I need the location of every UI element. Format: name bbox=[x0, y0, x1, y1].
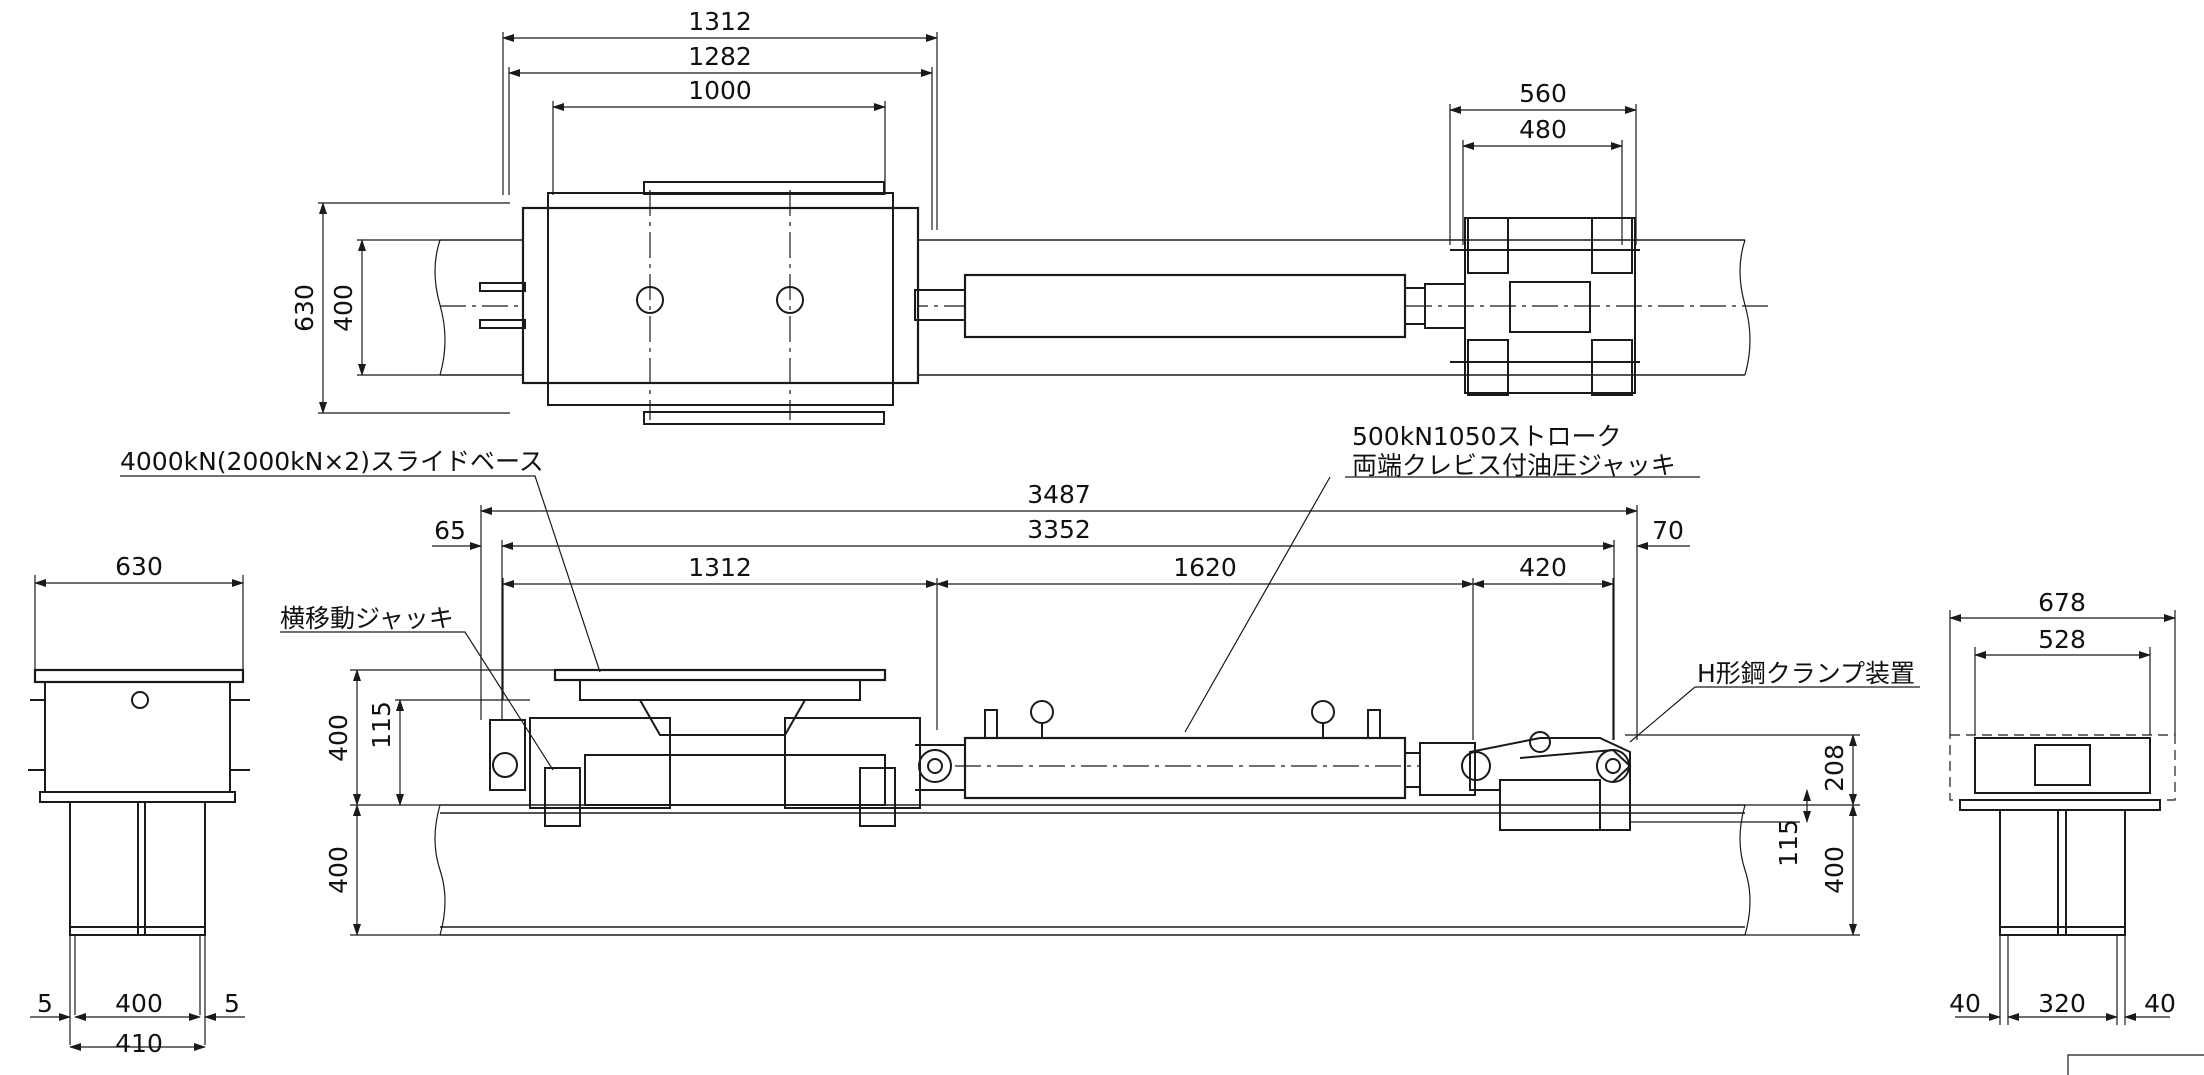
side-cylinder bbox=[955, 700, 1491, 800]
dim-label-65: 65 bbox=[434, 516, 466, 545]
dim-label-420: 420 bbox=[1519, 553, 1567, 582]
side-clamp bbox=[1469, 731, 1632, 831]
side-slide-base bbox=[489, 668, 966, 827]
right-end-view: 678 528 40 320 40 bbox=[1949, 588, 2176, 1025]
dim-label: 400 bbox=[329, 284, 358, 332]
top-slide-base bbox=[479, 181, 966, 425]
dim-label: 560 bbox=[1519, 79, 1567, 108]
dim-label: 1312 bbox=[688, 7, 752, 36]
top-dim-630: 630 bbox=[290, 202, 510, 414]
side-dim-chain: 1312 1620 420 bbox=[502, 553, 1614, 740]
dim-label: 5 bbox=[224, 989, 240, 1018]
dim-label-70: 70 bbox=[1652, 516, 1684, 545]
side-dim-left: 400 115 400 bbox=[324, 669, 555, 936]
dim-label: 115 bbox=[1774, 819, 1803, 867]
dim-label: 40 bbox=[1949, 989, 1981, 1018]
top-dim-1312: 1312 bbox=[502, 7, 938, 230]
left-end-view: 630 5 400 5 410 bbox=[28, 552, 250, 1058]
top-clamp bbox=[1450, 217, 1640, 396]
dim-label: 630 bbox=[115, 552, 163, 581]
dim-label: 115 bbox=[367, 701, 396, 749]
dim-label: 410 bbox=[115, 1029, 163, 1058]
dim-label: 400 bbox=[1820, 846, 1849, 894]
dim-label: 1282 bbox=[688, 42, 752, 71]
dim-label: 678 bbox=[2038, 588, 2086, 617]
dim-label: 3352 bbox=[1027, 515, 1091, 544]
side-dim-3352: 3352 65 70 bbox=[432, 515, 1690, 740]
top-dim-560: 560 bbox=[1449, 79, 1637, 245]
dim-label-1312: 1312 bbox=[688, 553, 752, 582]
dim-label: 630 bbox=[290, 284, 319, 332]
top-dim-1282: 1282 bbox=[508, 42, 933, 230]
side-view: 3487 3352 65 70 1312 1620 420 bbox=[120, 422, 1920, 936]
side-rail bbox=[434, 804, 1751, 936]
dim-label: 40 bbox=[2144, 989, 2176, 1018]
side-dim-3487: 3487 bbox=[480, 480, 1638, 740]
dim-label: 1000 bbox=[688, 76, 752, 105]
dim-label-1620: 1620 bbox=[1173, 553, 1237, 582]
label-clamp: H形鋼クランプ装置 bbox=[1697, 659, 1915, 688]
title-block-corner bbox=[2067, 1054, 2204, 1075]
dim-label: 3487 bbox=[1027, 480, 1091, 509]
dim-label: 400 bbox=[115, 989, 163, 1018]
dim-label: 528 bbox=[2038, 625, 2086, 654]
dim-label: 480 bbox=[1519, 115, 1567, 144]
callouts: 4000kN(2000kN×2)スライドベース 500kN1050ストローク 両… bbox=[120, 422, 1920, 771]
top-dim-480: 480 bbox=[1462, 115, 1623, 245]
dim-label: 5 bbox=[37, 989, 53, 1018]
top-view: 1312 1282 1000 560 480 63 bbox=[290, 7, 1770, 425]
dim-label: 400 bbox=[324, 846, 353, 894]
side-dim-right: 208 115 400 bbox=[1625, 734, 1860, 936]
label-jack-line2: 両端クレビス付油圧ジャッキ bbox=[1352, 451, 1676, 480]
top-cylinder bbox=[963, 273, 1466, 339]
dim-label: 400 bbox=[324, 714, 353, 762]
label-slide-base: 4000kN(2000kN×2)スライドベース bbox=[120, 447, 544, 476]
top-dim-1000: 1000 bbox=[552, 76, 886, 195]
label-jack-line1: 500kN1050ストローク bbox=[1352, 422, 1622, 451]
dim-label: 320 bbox=[2038, 989, 2086, 1018]
top-dim-400: 400 bbox=[329, 239, 440, 376]
label-lateral-jack: 横移動ジャッキ bbox=[280, 604, 454, 633]
dim-label: 208 bbox=[1820, 744, 1849, 792]
